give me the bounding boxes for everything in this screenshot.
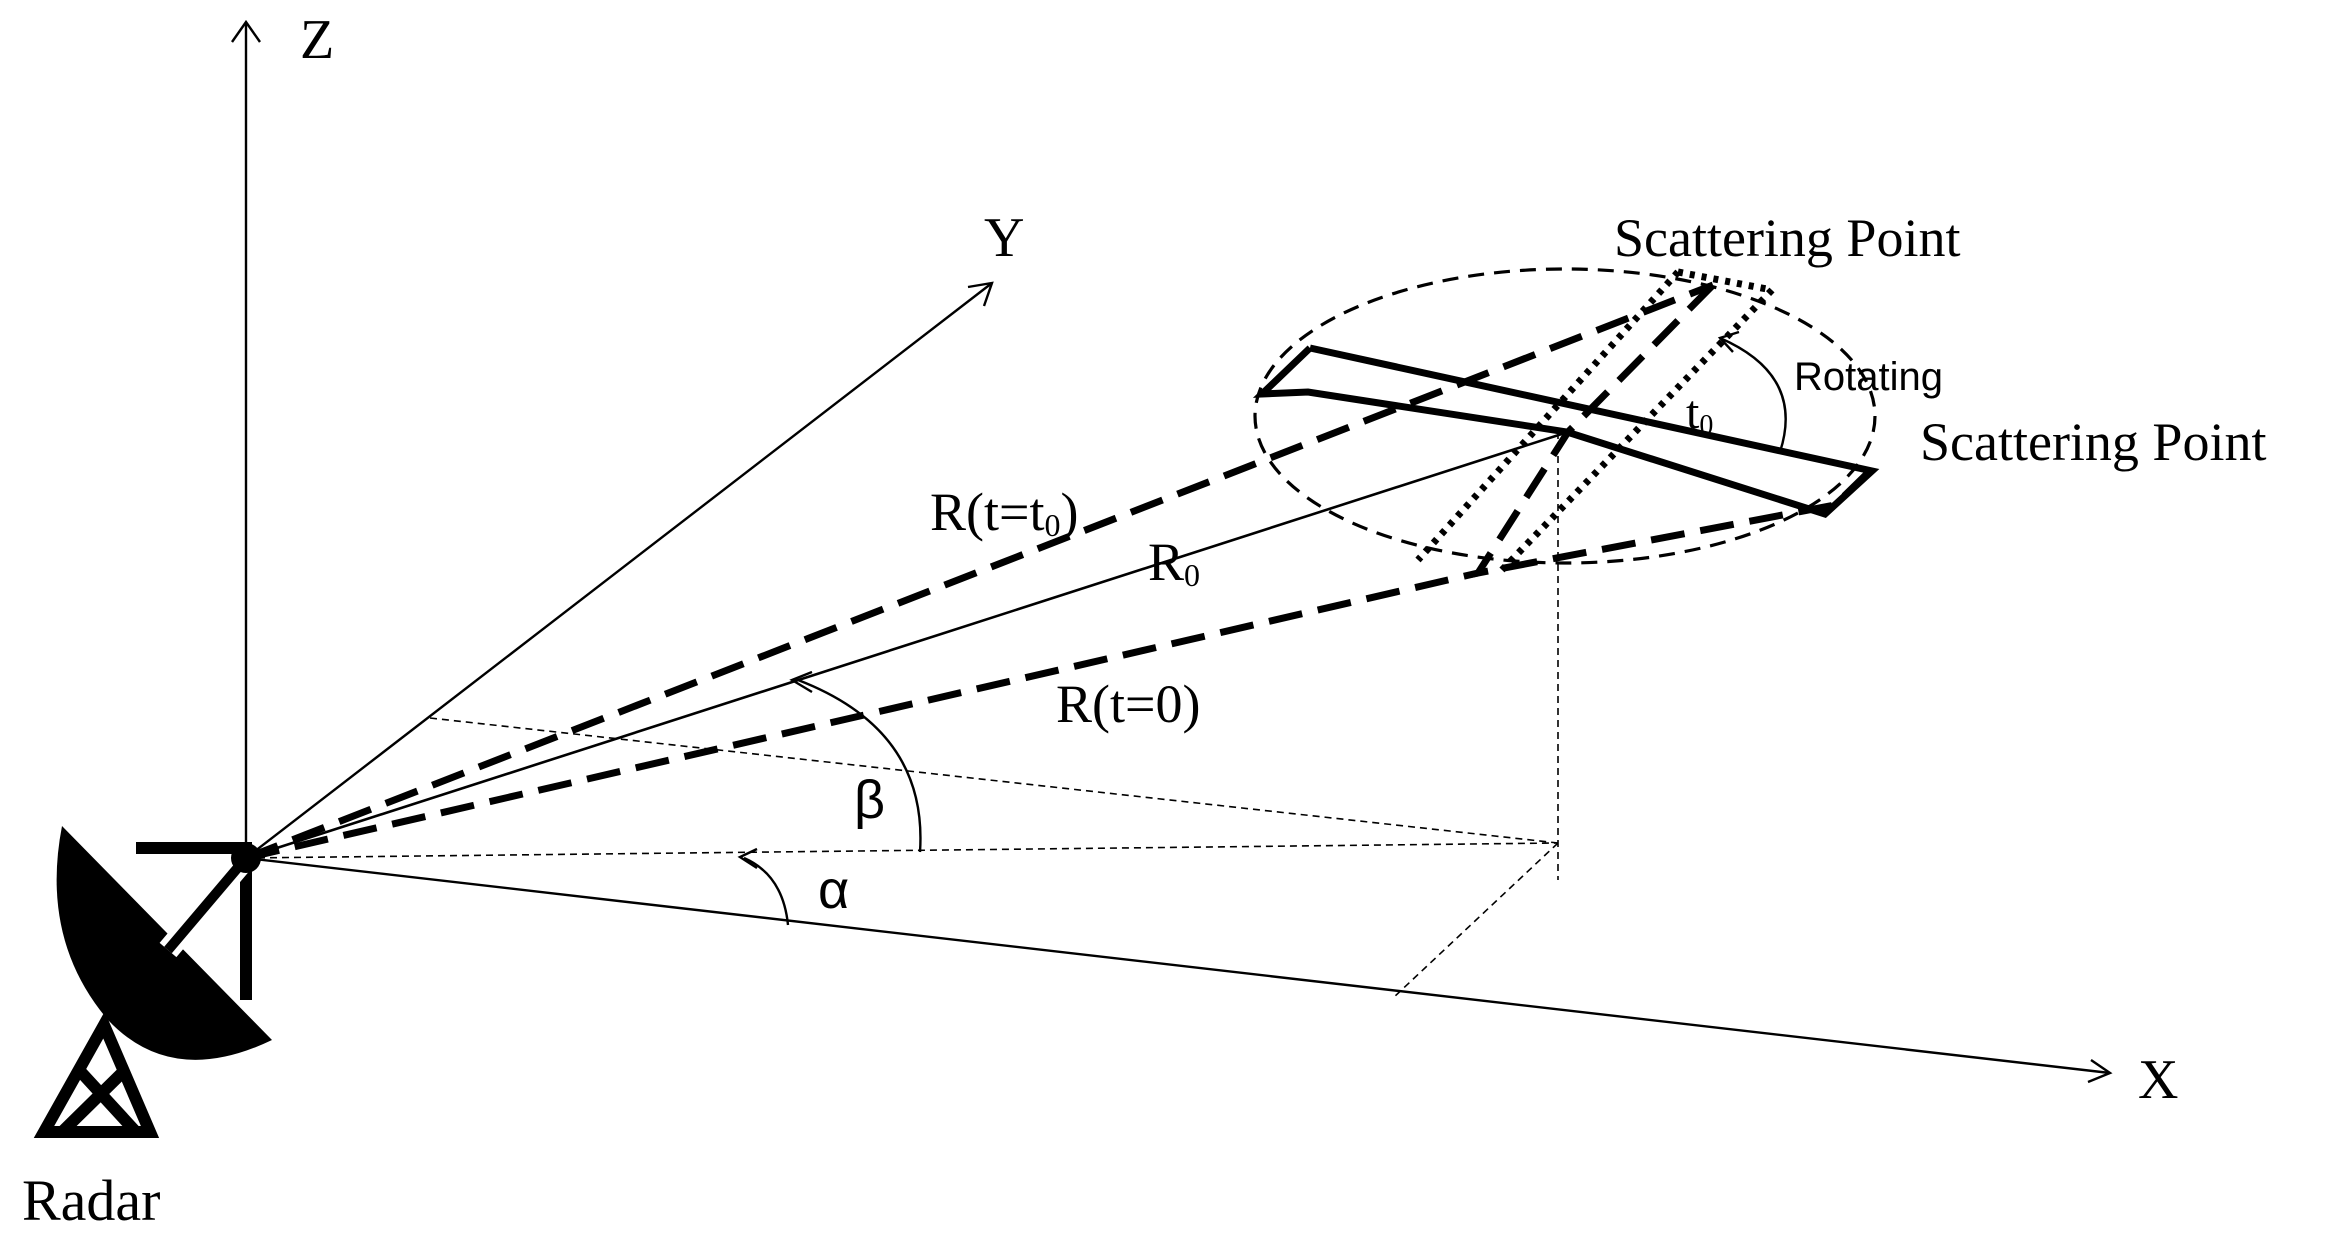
z-axis-arrowhead xyxy=(231,19,261,43)
rotation-angle-subscript: 0 xyxy=(1699,410,1713,441)
radar-feed-horn xyxy=(231,843,261,873)
rotation-angle-symbol: t xyxy=(1686,386,1700,439)
angle-arcs xyxy=(737,670,922,926)
projection-to-x-axis xyxy=(1392,842,1559,999)
r0-line xyxy=(245,430,1569,860)
y-axis-arrowhead xyxy=(967,281,994,307)
x-axis-label: X xyxy=(2138,1049,2178,1111)
scattering-point-top-label: Scattering Point xyxy=(1614,208,1960,268)
range-t-t0-label: R(t=t0) xyxy=(930,482,1078,543)
rotation-angle-label: t0 xyxy=(1686,386,1713,441)
scattering-point-right-label: Scattering Point xyxy=(1920,412,2266,472)
radar-icon xyxy=(33,826,272,1138)
radar-label: Radar xyxy=(22,1168,161,1233)
alpha-arc xyxy=(743,856,790,926)
r0-label: R0 xyxy=(1148,532,1200,593)
range-t-t0-suffix: ) xyxy=(1060,482,1078,542)
blade-intermediate-3 xyxy=(1677,268,1773,294)
radar-tripod xyxy=(33,1011,160,1138)
r0-symbol: R xyxy=(1148,532,1184,592)
blade-intermediate-2 xyxy=(1497,287,1775,575)
y-axis xyxy=(245,282,993,859)
range-lines xyxy=(244,281,1715,862)
z-axis-label: Z xyxy=(300,9,334,71)
range-t-zero-label: R(t=0) xyxy=(1056,674,1200,734)
beta-arrowhead xyxy=(789,670,813,694)
rotation-ellipse xyxy=(1253,267,1877,565)
projection-upper xyxy=(429,717,1559,844)
radar-feed-strut-inner xyxy=(164,854,250,954)
r0-subscript: 0 xyxy=(1184,557,1200,593)
rotating-target xyxy=(1252,267,1880,578)
x-axis xyxy=(245,856,2111,1075)
x-axis-arrowhead xyxy=(2087,1059,2113,1084)
range-t-t0-subscript: 0 xyxy=(1044,507,1060,543)
beta-arc xyxy=(797,678,922,853)
rotation-angle-arc xyxy=(1719,336,1787,453)
axes xyxy=(231,19,2113,1084)
rotating-label: Rotating xyxy=(1794,355,1943,399)
blade-intermediate-1 xyxy=(1415,269,1681,563)
projection-lines xyxy=(245,432,1559,999)
blade-t-t0 xyxy=(1470,282,1878,578)
range-line-t-t0 xyxy=(244,281,1715,862)
beta-label: β xyxy=(854,770,885,830)
rotation-arrowhead xyxy=(1717,330,1740,353)
alpha-arrowhead xyxy=(737,847,758,870)
y-axis-label: Y xyxy=(984,207,1024,269)
projection-horizontal xyxy=(245,842,1559,859)
range-t-t0-prefix: R(t=t xyxy=(930,482,1044,542)
alpha-label: α xyxy=(818,860,849,920)
